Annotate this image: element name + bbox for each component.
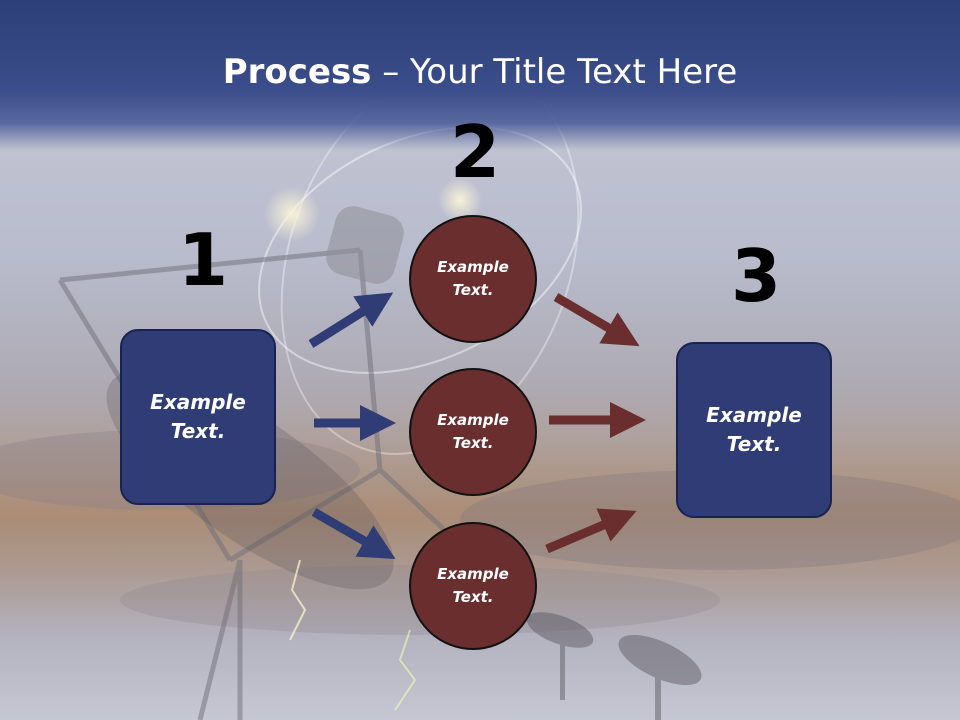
left-box-line1: Example: [150, 390, 246, 414]
step-number-1: 1: [178, 218, 229, 302]
title-bold: Process: [222, 52, 372, 92]
arrow-top-to-right: [553, 293, 640, 347]
arrow-bottom-to-right: [545, 508, 637, 554]
step-number-2: 2: [450, 110, 501, 194]
circle-bottom-line1: Example: [437, 565, 509, 583]
slide-title: Process – Your Title Text Here: [0, 52, 960, 92]
process-circle-top: Example Text.: [409, 215, 537, 343]
left-process-box: Example Text.: [120, 329, 276, 505]
title-band: [0, 0, 960, 150]
right-box-line1: Example: [706, 403, 802, 427]
process-circle-middle: Example Text.: [409, 368, 537, 496]
title-rest: – Your Title Text Here: [371, 52, 738, 92]
right-box-line2: Text.: [726, 432, 782, 456]
left-box-line2: Text.: [170, 419, 226, 443]
circle-middle-line1: Example: [437, 411, 509, 429]
circle-bottom-line2: Text.: [452, 588, 494, 606]
circle-middle-line2: Text.: [452, 434, 494, 452]
circle-top-line2: Text.: [452, 281, 494, 299]
process-circle-bottom: Example Text.: [409, 522, 537, 650]
right-process-box: Example Text.: [676, 342, 832, 518]
step-number-3: 3: [731, 234, 782, 318]
circle-top-line1: Example: [437, 258, 509, 276]
arrow-left-to-top: [308, 292, 394, 348]
arrow-left-to-bottom: [311, 508, 396, 559]
